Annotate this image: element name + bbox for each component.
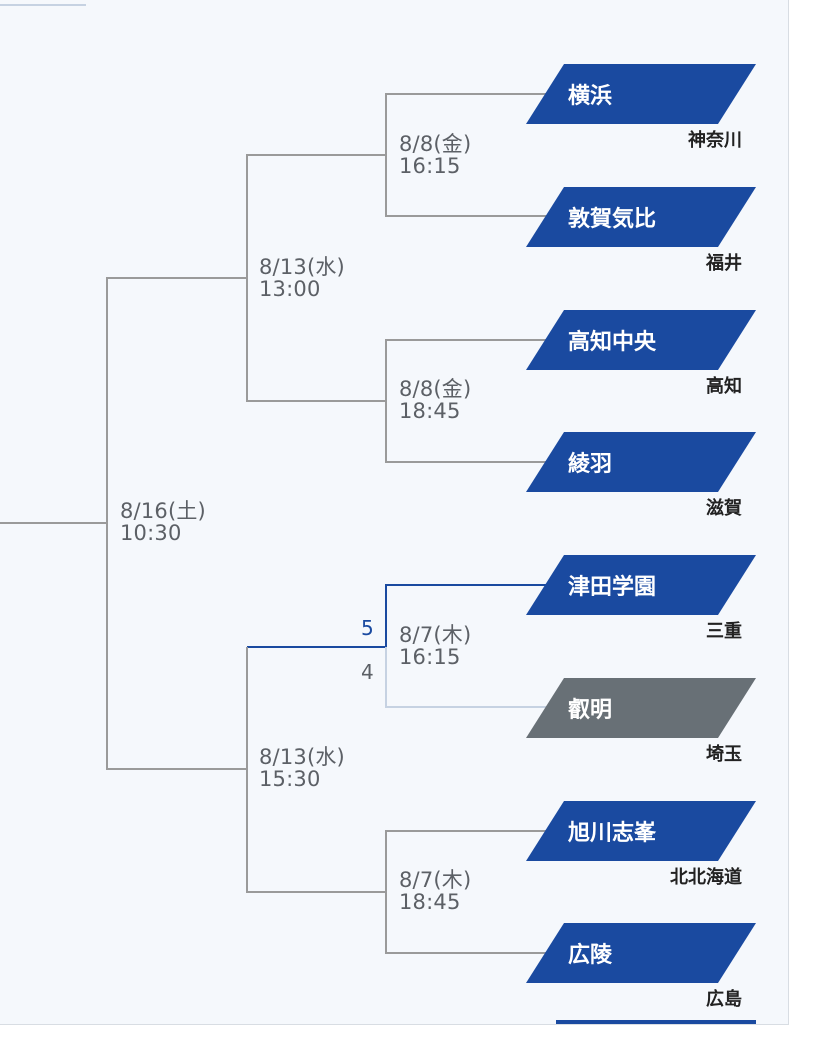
team-banner[interactable]: 広陵	[526, 923, 756, 983]
team-name: 津田学園	[568, 575, 657, 600]
team-banner[interactable]: 津田学園	[526, 555, 756, 615]
team-banner[interactable]: 綾羽	[526, 432, 756, 492]
game-datetime: 8/13(水) 15:30	[259, 745, 345, 791]
team-entry: 広陵 広島	[526, 923, 766, 1033]
team-entry: 綾羽 滋賀	[526, 432, 766, 542]
team-prefecture: 高知	[706, 376, 742, 397]
team-prefecture: 神奈川	[688, 130, 742, 151]
team-name: 叡明	[568, 698, 613, 723]
game-datetime: 8/8(金) 16:15	[399, 132, 472, 178]
team-name: 広陵	[568, 943, 613, 968]
game-datetime: 8/8(金) 18:45	[399, 377, 472, 423]
team-name: 横浜	[568, 84, 613, 109]
bracket-line-r16-3-loser	[385, 647, 550, 708]
game-datetime: 8/13(水) 13:00	[259, 255, 345, 301]
score-winner: 5	[361, 616, 374, 640]
team-name: 敦賀気比	[568, 207, 657, 232]
team-prefecture: 三重	[706, 621, 742, 642]
next-team-banner-partial	[556, 1020, 756, 1024]
team-banner-eliminated[interactable]: 叡明	[526, 678, 756, 738]
team-entry: 高知中央 高知	[526, 310, 766, 420]
team-banner[interactable]: 横浜	[526, 64, 756, 124]
game-datetime: 8/7(木) 16:15	[399, 623, 472, 669]
team-entry: 旭川志峯 北北海道	[526, 801, 766, 911]
team-banner[interactable]: 敦賀気比	[526, 187, 756, 247]
team-entry: 津田学園 三重	[526, 555, 766, 665]
team-name: 綾羽	[568, 452, 613, 477]
game-datetime: 8/16(土) 10:30	[120, 499, 206, 545]
bracket-line-r16-3-winner	[247, 584, 550, 648]
team-name: 旭川志峯	[568, 821, 657, 846]
bracket-lines	[0, 4, 756, 1024]
team-banner[interactable]: 旭川志峯	[526, 801, 756, 861]
team-prefecture: 広島	[706, 989, 742, 1010]
team-prefecture: 福井	[706, 253, 742, 274]
tournament-bracket: 8/8(金) 16:15 8/8(金) 18:45 8/7(木) 16:15 8…	[0, 0, 789, 1025]
team-banner[interactable]: 高知中央	[526, 310, 756, 370]
team-name: 高知中央	[568, 330, 657, 355]
team-prefecture: 滋賀	[706, 498, 742, 519]
team-entry: 叡明 埼玉	[526, 678, 766, 788]
score-loser: 4	[361, 660, 374, 684]
team-prefecture: 埼玉	[706, 744, 742, 765]
team-prefecture: 北北海道	[670, 867, 742, 888]
game-datetime: 8/7(木) 18:45	[399, 868, 472, 914]
team-entry: 横浜 神奈川	[526, 64, 766, 174]
bracket-line-qf-2	[246, 647, 386, 893]
team-entry: 敦賀気比 福井	[526, 187, 766, 297]
